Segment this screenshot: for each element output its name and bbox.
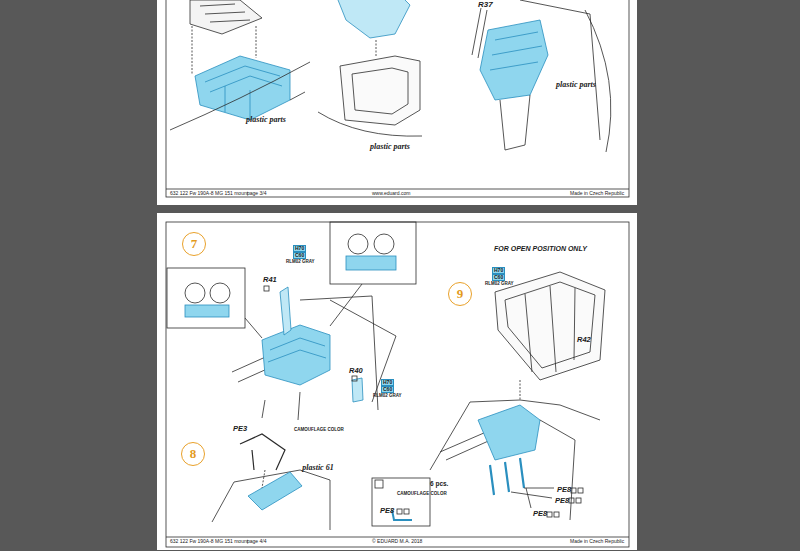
step-number: 8 bbox=[181, 442, 205, 466]
color-name: RLM02 GRAY bbox=[373, 394, 402, 399]
color-code: C60 bbox=[381, 386, 394, 393]
footer-text: page 3/4 bbox=[247, 191, 266, 196]
footer-text: Made in Czech Republic bbox=[570, 539, 624, 544]
color-name: RLM02 GRAY bbox=[286, 260, 315, 265]
quantity: 6 pcs. bbox=[430, 481, 448, 488]
color-note: CAMOUFLAGE COLOR bbox=[294, 428, 344, 433]
step-number-text: 7 bbox=[191, 236, 198, 252]
footer-text: © EDUARD M.A. 2018 bbox=[372, 539, 422, 544]
part-number: R37 bbox=[478, 1, 493, 9]
color-name: RLM02 GRAY bbox=[485, 282, 514, 287]
part-number: PE3 bbox=[233, 425, 247, 433]
step-number-text: 8 bbox=[190, 446, 197, 462]
footer-text: 632 122 Fw 190A-8 MG 151 mount bbox=[170, 191, 248, 196]
color-note: CAMOUFLAGE COLOR bbox=[397, 492, 447, 497]
note: FOR OPEN POSITION ONLY bbox=[494, 245, 587, 252]
step-number-text: 9 bbox=[457, 286, 464, 302]
part-note: plastic parts bbox=[370, 143, 410, 151]
part-number: R41 bbox=[263, 276, 277, 284]
footer-text: Made in Czech Republic bbox=[570, 191, 624, 196]
part-note: plastic parts bbox=[246, 116, 286, 124]
part-number: PE8 bbox=[555, 497, 569, 505]
footer-text: www.eduard.com bbox=[372, 191, 410, 196]
footer-text: 632 122 Fw 190A-8 MG 151 mount bbox=[170, 539, 248, 544]
part-note: plastic parts bbox=[556, 81, 596, 89]
part-number: PE8 bbox=[380, 507, 394, 515]
part-number: R42 bbox=[577, 336, 591, 344]
color-code: C60 bbox=[293, 252, 306, 259]
part-note: plastic 61 bbox=[302, 464, 334, 472]
part-number: R40 bbox=[349, 367, 363, 375]
part-number: PE8 bbox=[557, 486, 571, 494]
step-number: 9 bbox=[448, 282, 472, 306]
step-number: 7 bbox=[182, 232, 206, 256]
footer-text: page 4/4 bbox=[247, 539, 266, 544]
part-number: PE8 bbox=[533, 510, 547, 518]
color-code: C60 bbox=[492, 274, 505, 281]
